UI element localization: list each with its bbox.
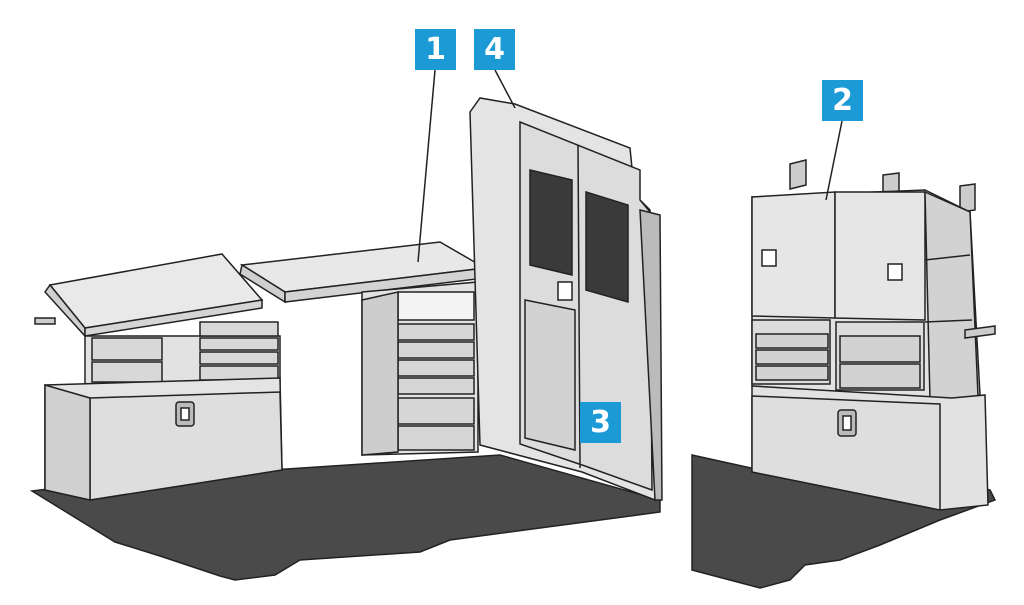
left-workbench-cabinet (34, 253, 283, 501)
partition-wall (469, 97, 663, 502)
callout-4: 4 (474, 29, 515, 70)
callout-3: 3 (580, 402, 621, 443)
workbench-top-and-drawers (239, 241, 488, 456)
right-storage-cabinet (751, 159, 996, 511)
callout-leader-lines (417, 69, 843, 263)
left-floor-mat (29, 454, 661, 581)
callout-1: 1 (415, 29, 456, 70)
callout-2: 2 (822, 80, 863, 121)
